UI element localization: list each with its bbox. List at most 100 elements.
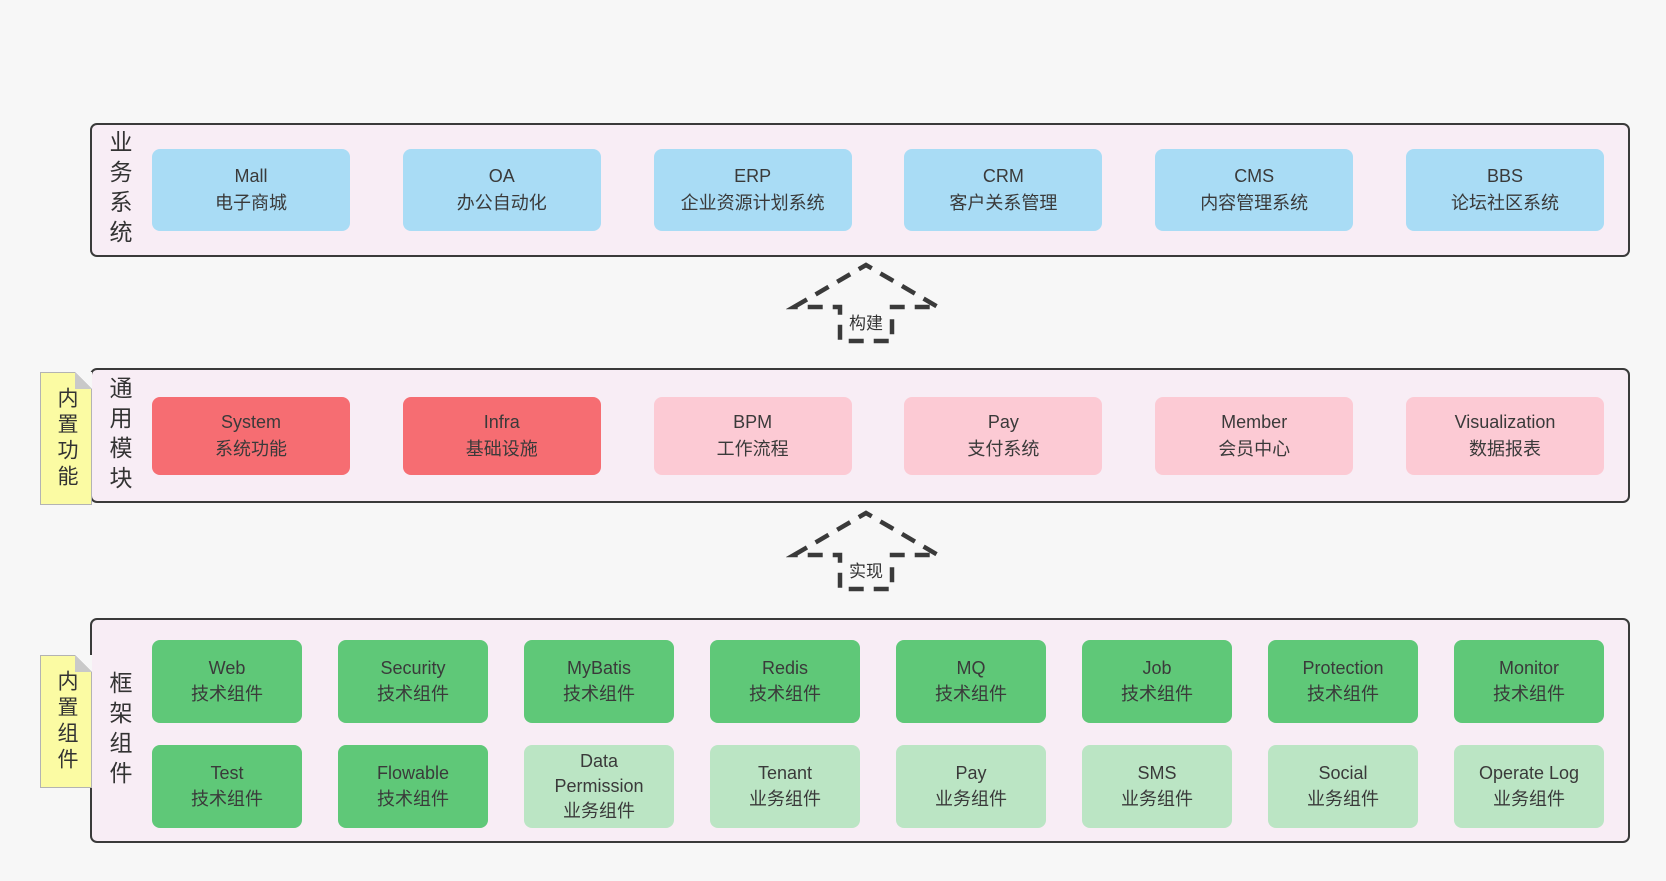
box-subtitle: 业务组件 bbox=[1493, 788, 1565, 809]
band-business-systems-label: 业务系统 bbox=[106, 130, 132, 250]
box-flowable: Flowable 技术组件 bbox=[338, 745, 488, 828]
box-subtitle: 技术组件 bbox=[1493, 683, 1565, 704]
box-title: BPM bbox=[733, 411, 773, 432]
box-cms: CMS 内容管理系统 bbox=[1155, 149, 1354, 231]
arrow-implement-label: 实现 bbox=[846, 557, 886, 582]
box-title: Operate Log bbox=[1478, 763, 1580, 784]
box-title: CRM bbox=[982, 166, 1024, 186]
box-title: Redis bbox=[761, 658, 809, 679]
box-subtitle: 基础设施 bbox=[465, 438, 538, 459]
box-subtitle: 业务组件 bbox=[1121, 788, 1193, 809]
box-subtitle: 系统功能 bbox=[215, 438, 287, 459]
box-title: Tenant bbox=[757, 763, 813, 784]
box-subtitle: 技术组件 bbox=[935, 683, 1007, 704]
box-subtitle: 内容管理系统 bbox=[1200, 193, 1309, 213]
box-title: CMS bbox=[1234, 166, 1275, 186]
box-job: Job 技术组件 bbox=[1082, 640, 1232, 723]
arrow-build: 构建 bbox=[786, 257, 946, 345]
up-arrow-dashed-icon bbox=[786, 262, 946, 344]
box-title: Job bbox=[1142, 658, 1172, 679]
box-pay-component: Pay 业务组件 bbox=[896, 745, 1046, 828]
box-subtitle: 业务组件 bbox=[749, 788, 821, 809]
box-subtitle: 支付系统 bbox=[967, 438, 1040, 459]
box-title: Visualization bbox=[1454, 411, 1556, 432]
box-title: MQ bbox=[956, 658, 986, 679]
box-title: ERP bbox=[734, 166, 772, 186]
box-subtitle: 技术组件 bbox=[377, 788, 449, 809]
band-common-modules-label: 通用模块 bbox=[106, 375, 132, 496]
box-member: Member 会员中心 bbox=[1155, 396, 1354, 475]
band-framework-components-label: 框架组件 bbox=[106, 670, 132, 791]
box-tenant: Tenant 业务组件 bbox=[710, 745, 860, 828]
box-title: System bbox=[220, 411, 281, 432]
sticky-note-builtin-features: 内置功能 bbox=[40, 372, 92, 505]
box-title: Social bbox=[1318, 763, 1368, 784]
box-bpm: BPM 工作流程 bbox=[653, 396, 852, 475]
arrow-build-label: 构建 bbox=[846, 309, 886, 334]
box-subtitle: 技术组件 bbox=[749, 683, 821, 704]
box-monitor: Monitor 技术组件 bbox=[1454, 640, 1604, 723]
box-title: MyBatis bbox=[566, 658, 631, 679]
box-mq: MQ 技术组件 bbox=[896, 640, 1046, 723]
box-subtitle: 业务组件 bbox=[935, 788, 1007, 809]
box-title: Pay bbox=[955, 763, 987, 784]
box-subtitle: 业务组件 bbox=[563, 801, 635, 822]
box-subtitle: 电子商城 bbox=[215, 193, 287, 213]
box-subtitle: 技术组件 bbox=[191, 683, 263, 704]
band-framework-components: 框架组件 Web 技术组件 Security 技术组件 MyBatis 技术组件… bbox=[90, 618, 1630, 843]
up-arrow-dashed-icon bbox=[786, 510, 946, 592]
box-title: Pay bbox=[987, 411, 1019, 432]
box-title: Infra bbox=[483, 411, 520, 432]
sticky-note-builtin-components: 内置组件 bbox=[40, 655, 92, 788]
box-mybatis: MyBatis 技术组件 bbox=[524, 640, 674, 723]
box-subtitle: 业务组件 bbox=[1307, 788, 1379, 809]
box-subtitle: 技术组件 bbox=[1121, 683, 1193, 704]
box-test: Test 技术组件 bbox=[152, 745, 302, 828]
box-subtitle: 技术组件 bbox=[191, 788, 263, 809]
sticky-note-text: 内置功能 bbox=[55, 386, 78, 491]
box-system: System 系统功能 bbox=[152, 396, 350, 475]
sticky-note-text: 内置组件 bbox=[55, 669, 78, 774]
box-operate-log: Operate Log 业务组件 bbox=[1454, 745, 1604, 828]
box-subtitle: 数据报表 bbox=[1468, 438, 1541, 459]
box-sms: SMS 业务组件 bbox=[1082, 745, 1232, 828]
arrow-implement: 实现 bbox=[786, 505, 946, 593]
box-oa: OA 办公自动化 bbox=[402, 149, 601, 231]
box-subtitle: 办公自动化 bbox=[456, 193, 547, 213]
box-title: Flowable bbox=[376, 763, 450, 784]
box-pay-module: Pay 支付系统 bbox=[904, 396, 1103, 475]
box-crm: CRM 客户关系管理 bbox=[904, 149, 1103, 231]
box-title: BBS bbox=[1486, 166, 1523, 186]
box-title: Monitor bbox=[1498, 658, 1560, 679]
box-title: Web bbox=[208, 658, 246, 679]
box-mall: Mall 电子商城 bbox=[152, 149, 350, 231]
band-common-modules: 通用模块 System 系统功能 Infra 基础设施 BPM 工作流程 Pay… bbox=[90, 368, 1630, 503]
box-subtitle: 企业资源计划系统 bbox=[680, 193, 825, 213]
box-web: Web 技术组件 bbox=[152, 640, 302, 723]
band-business-systems-content: Mall 电子商城 OA 办公自动化 ERP 企业资源计划系统 CRM 客户关系… bbox=[146, 125, 1628, 255]
box-visualization: Visualization 数据报表 bbox=[1405, 396, 1604, 475]
band-common-modules-content: System 系统功能 Infra 基础设施 BPM 工作流程 Pay 支付系统… bbox=[146, 370, 1628, 501]
box-title: OA bbox=[488, 166, 515, 186]
box-erp: ERP 企业资源计划系统 bbox=[653, 149, 852, 231]
box-title: Mall bbox=[234, 166, 268, 186]
box-data-permission: Data Permission 业务组件 bbox=[524, 745, 674, 828]
box-subtitle: 技术组件 bbox=[1307, 683, 1379, 704]
box-bbs: BBS 论坛社区系统 bbox=[1405, 149, 1604, 231]
box-subtitle: 会员中心 bbox=[1218, 438, 1291, 459]
framework-row-business: Test 技术组件 Flowable 技术组件 Data Permission … bbox=[152, 745, 1604, 828]
box-title: Security bbox=[380, 658, 446, 679]
box-subtitle: 工作流程 bbox=[716, 438, 789, 459]
box-infra: Infra 基础设施 bbox=[402, 396, 601, 475]
box-title: Protection bbox=[1302, 658, 1384, 679]
band-business-systems: 业务系统 Mall 电子商城 OA 办公自动化 ERP 企业资源计划系统 CRM… bbox=[90, 123, 1630, 257]
box-social: Social 业务组件 bbox=[1268, 745, 1418, 828]
box-security: Security 技术组件 bbox=[338, 640, 488, 723]
box-title: SMS bbox=[1137, 763, 1177, 784]
band-framework-components-content: Web 技术组件 Security 技术组件 MyBatis 技术组件 Redi… bbox=[146, 620, 1628, 841]
box-subtitle: 客户关系管理 bbox=[949, 193, 1058, 213]
framework-row-tech: Web 技术组件 Security 技术组件 MyBatis 技术组件 Redi… bbox=[152, 640, 1604, 723]
box-title: Data Permission bbox=[554, 750, 644, 796]
box-title: Member bbox=[1221, 411, 1288, 432]
box-subtitle: 技术组件 bbox=[563, 683, 635, 704]
